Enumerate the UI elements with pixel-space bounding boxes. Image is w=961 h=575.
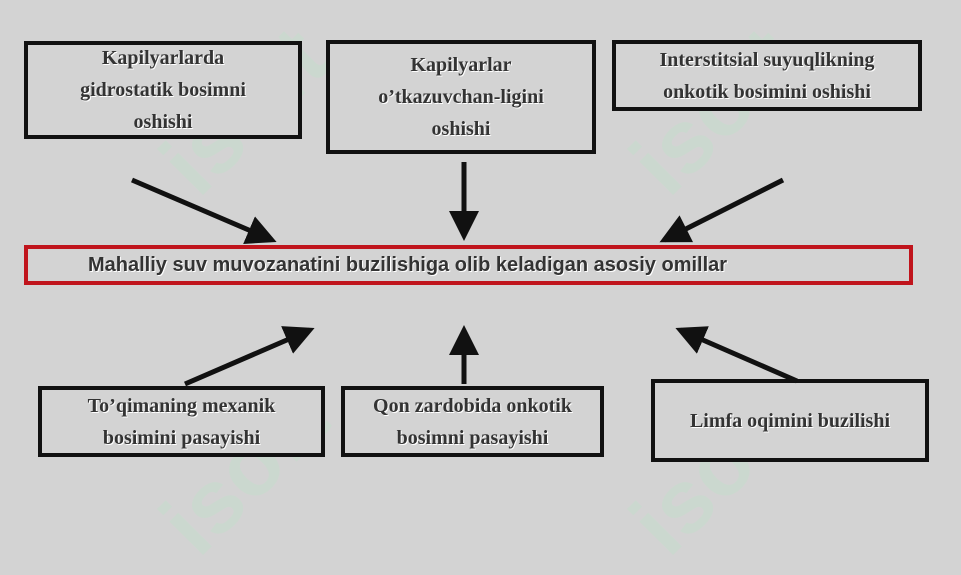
arrow-bottom-right [675,326,798,384]
box-label: Kapilyarlar o’tkazuvchan-ligini oshishi [378,54,544,140]
arrows-layer [131,162,798,387]
box-label: Kapilyarlarda gidrostatik bosimni oshish… [80,47,246,133]
box-label: Qon zardobida onkotik bosimni pasayishi [373,394,572,449]
box-serum-oncotic-pressure: Qon zardobida onkotik bosimni pasayishi [341,386,604,457]
box-label: To’qimaning mexanik bosimini pasayishi [87,394,276,449]
box-capillary-hydrostatic-pressure: Kapilyarlarda gidrostatik bosimni oshish… [24,41,302,139]
box-interstitial-oncotic-pressure: Interstitsial suyuqlikning onkotik bosim… [612,40,922,111]
box-label: Limfa oqimini buzilishi [689,409,891,432]
box-tissue-mechanical-pressure: To’qimaning mexanik bosimini pasayishi [38,386,325,457]
central-concept-label: Mahalliy suv muvozanatini buzilishiga ol… [88,253,728,276]
arrow-top-right [659,177,785,243]
box-capillary-permeability: Kapilyarlar o’tkazuvchan-ligini oshishi [326,40,596,154]
arrow-bottom-left [184,326,315,387]
arrow-top-left [131,177,277,244]
central-concept-box: Mahalliy suv muvozanatini buzilishiga ol… [24,245,913,285]
box-label: Interstitsial suyuqlikning onkotik bosim… [659,48,875,103]
box-lymph-flow-disruption: Limfa oqimini buzilishi [651,379,929,462]
